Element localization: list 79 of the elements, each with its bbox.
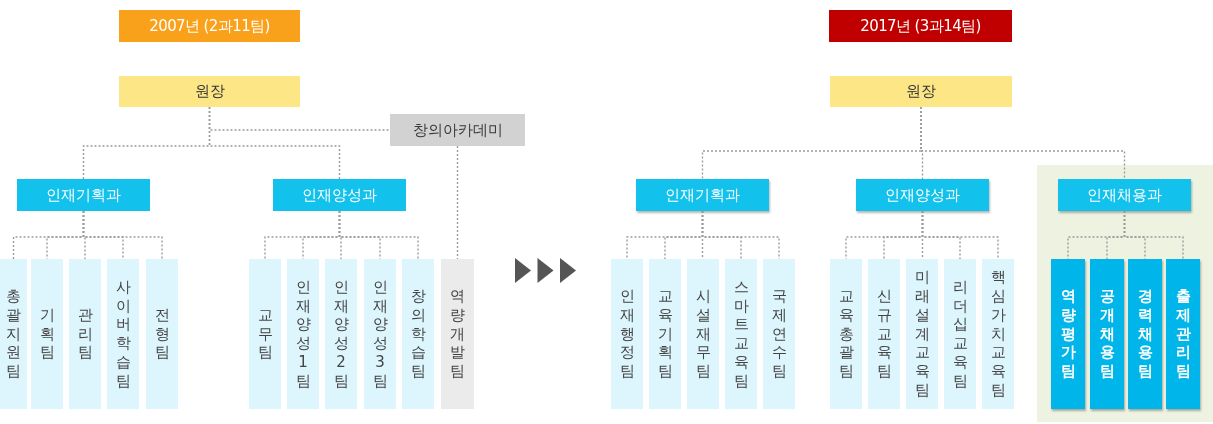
connector-line [701,210,780,260]
team-box [402,259,434,409]
team-box [763,259,795,409]
director-box [830,76,1012,107]
year-heading: 2017년 (3과14팀) [860,16,981,36]
team-box [906,259,938,409]
highlight-panel [1037,165,1213,422]
team-box [69,259,101,409]
department-name: 인재채용과 [1087,185,1162,205]
team-name: 신규교육팀 [876,287,892,381]
team-box [0,259,27,409]
connector-line [921,210,999,260]
team-name: 스마트교육팀 [733,277,749,391]
team-box [364,259,396,409]
director-title: 원장 [194,82,225,101]
team-box [725,259,757,409]
team-name: 역량개발팀 [450,287,465,381]
team-box [611,259,643,409]
department-name: 인재기획과 [665,185,740,205]
team-box [687,259,719,409]
connector-line [82,210,163,260]
team-box [944,259,976,409]
team-box [982,259,1014,409]
director-box [119,76,300,107]
team-name: 공개채용팀 [1099,287,1115,381]
team-box [249,259,281,409]
team-box [1128,259,1162,409]
team-name: 창의학습팀 [410,287,426,381]
team-box [287,259,319,409]
team-name: 인재양성3팀 [372,277,388,391]
department-box [1058,179,1191,211]
connector-line [456,145,459,260]
director-title: 원장 [906,82,936,101]
team-name: 인재양성2팀 [333,277,349,391]
year-banner [829,10,1012,42]
team-name: 역량평가팀 [1060,287,1076,381]
team-box [1090,259,1124,409]
connector-line [208,106,391,131]
team-box [325,259,357,409]
team-box [31,259,63,409]
team-box [107,259,139,409]
team-box [1166,259,1200,409]
department-name: 인재양성과 [302,185,377,205]
team-box [146,259,178,409]
department-box [17,179,150,211]
team-box [441,259,474,409]
team-box [649,259,681,409]
team-name: 리더십교육팀 [952,277,968,391]
academy-box [390,114,525,146]
team-name: 전형팀 [154,305,170,363]
team-box [1051,259,1085,409]
team-name: 교무팀 [257,305,273,363]
team-name: 교육기획팀 [657,287,673,381]
connector-line [920,106,1126,180]
team-name: 미래설계교육팀 [914,268,930,400]
team-name: 총괄지원팀 [6,287,21,381]
team-name: 관리팀 [77,305,93,363]
team-name: 인재행정팀 [619,287,635,381]
team-name: 인재양성1팀 [295,277,311,391]
department-box [636,179,769,211]
year-heading: 2007년 (2과11팀) [149,16,270,36]
team-name: 시설재무팀 [695,287,711,381]
team-name: 출제관리팀 [1175,287,1191,381]
team-name: 경력채용팀 [1137,287,1153,381]
team-box [830,259,862,409]
team-name: 사이버학습팀 [115,277,131,391]
academy-name: 창의아카데미 [412,120,503,140]
team-box [868,259,900,409]
team-name: 핵심가치교육팀 [990,268,1006,400]
connector-line [1123,210,1184,260]
department-name: 인재기획과 [46,185,121,205]
department-name: 인재양성과 [885,185,960,205]
team-name: 국제연수팀 [771,287,787,381]
year-banner [119,10,300,42]
department-box [273,179,406,211]
team-name: 교육총괄팀 [838,287,854,381]
connector-line [338,210,419,260]
team-name: 기획팀 [39,305,55,363]
department-box [856,179,989,211]
